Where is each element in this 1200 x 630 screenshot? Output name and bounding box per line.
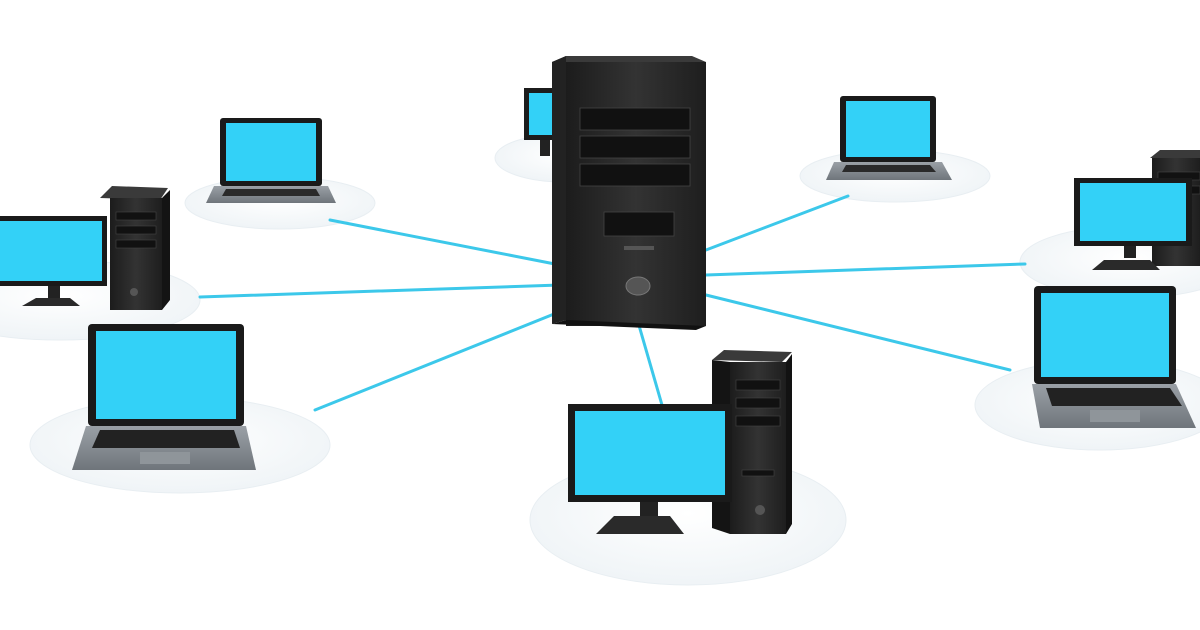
network-link-1: [328, 218, 562, 267]
network-link-4: [636, 320, 664, 407]
desktop-computer-icon: [0, 186, 170, 310]
laptop-icon: [206, 118, 336, 203]
monitor-behind-server: [524, 88, 556, 156]
connections: [198, 194, 1027, 412]
laptop-icon: [72, 324, 256, 470]
desktop-computer-icon: [1074, 150, 1200, 270]
desktop-right: [1074, 150, 1200, 270]
network-link-7: [704, 194, 850, 252]
network-link-2: [198, 283, 562, 299]
laptop-icon: [1032, 286, 1196, 428]
network-link-6: [704, 262, 1027, 277]
laptop-upper-right: [826, 96, 952, 180]
central-server: [552, 56, 706, 330]
laptop-lower-right: [1032, 286, 1196, 428]
laptop-lower-left: [72, 324, 256, 470]
desktop-left: [0, 186, 170, 310]
desktop-computer-icon: [568, 350, 792, 534]
laptop-upper-left: [206, 118, 336, 203]
server-icon: [552, 56, 706, 330]
network-link-3: [313, 308, 566, 412]
monitor-icon: [524, 88, 556, 156]
desktop-bottom: [568, 350, 792, 534]
laptop-icon: [826, 96, 952, 180]
network-link-5: [704, 293, 1012, 372]
